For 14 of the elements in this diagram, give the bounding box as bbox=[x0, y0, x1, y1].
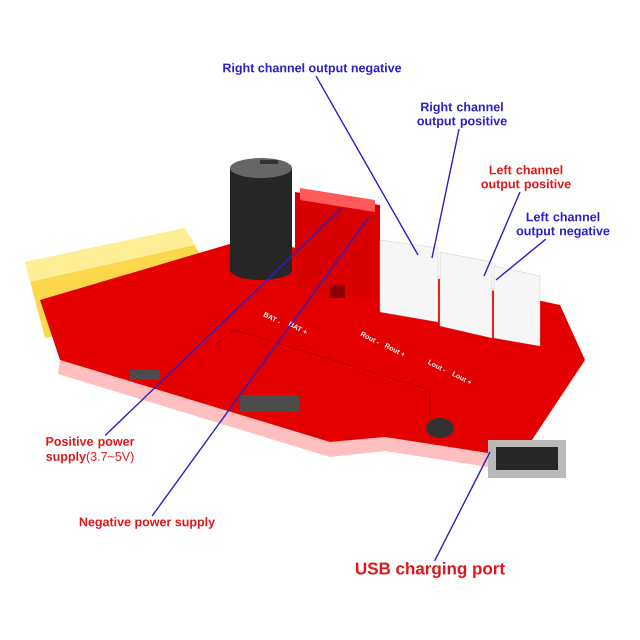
callout-label: Left channel output negative bbox=[516, 212, 610, 238]
callout-label: Negative power supply bbox=[80, 517, 215, 529]
leader-line bbox=[434, 452, 491, 562]
callout-label: USB charging port bbox=[356, 562, 505, 578]
leader-line bbox=[104, 208, 342, 436]
callout-label: Right channel output negative bbox=[223, 63, 402, 75]
leader-line bbox=[496, 238, 546, 281]
leader-line bbox=[152, 216, 370, 516]
callout-label: Positive power supply(3.7~5V) bbox=[46, 436, 134, 464]
leader-line bbox=[431, 128, 460, 258]
callout-label: Right channel output positive bbox=[417, 102, 507, 128]
leader-line bbox=[483, 192, 521, 276]
callout-label: Left channel output positive bbox=[481, 165, 571, 191]
leader-line bbox=[315, 76, 419, 256]
